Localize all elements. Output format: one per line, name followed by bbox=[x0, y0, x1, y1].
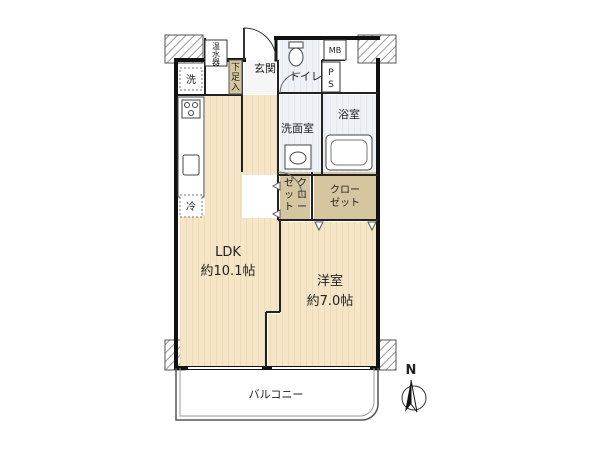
shoe-box-label-1: 下 bbox=[231, 63, 240, 73]
compass-ring bbox=[401, 385, 427, 411]
toilet-tank-icon bbox=[288, 41, 304, 49]
meter-box bbox=[323, 39, 347, 61]
entrance-door bbox=[243, 27, 277, 61]
toilet-door bbox=[279, 72, 301, 94]
compass-north-label: N bbox=[406, 363, 417, 378]
closet-ldk-label-4: ゼ bbox=[284, 177, 294, 189]
ldk-size: 約10.1帖 bbox=[201, 264, 256, 279]
ldk-name: LDK bbox=[215, 245, 241, 260]
entrance-label-1: 玄関 bbox=[254, 61, 276, 75]
pipe-space bbox=[321, 61, 341, 93]
washroom-door bbox=[277, 171, 303, 197]
balcony-inner bbox=[179, 368, 375, 417]
balcony-label: バルコニー bbox=[249, 388, 304, 401]
meter-box-label: MB bbox=[329, 46, 341, 55]
toilet-icon bbox=[288, 47, 304, 67]
burner-icon bbox=[184, 102, 190, 108]
corridor-floor bbox=[242, 95, 278, 175]
shoe-box bbox=[228, 59, 243, 95]
washer-space bbox=[179, 67, 203, 91]
western-floor bbox=[268, 222, 376, 366]
compass-arrow-icon bbox=[405, 380, 411, 412]
burner-icon bbox=[192, 102, 198, 108]
closet-ldk-label-1: ク bbox=[297, 177, 307, 189]
closet-ldk-label-5: ッ bbox=[284, 190, 294, 201]
ldk-floor bbox=[180, 95, 280, 366]
washer-label: 洗 bbox=[186, 74, 196, 86]
door-marker-icon bbox=[271, 181, 281, 191]
water-heater bbox=[204, 39, 228, 67]
entrance-floor bbox=[244, 60, 276, 94]
closet-western-label-2: ゼット bbox=[330, 197, 360, 209]
fridge-space bbox=[179, 194, 203, 218]
shoe-box-label-2: 足 bbox=[231, 72, 240, 83]
closet-western-floor bbox=[314, 172, 376, 220]
closet-ldk-label-2: ロ bbox=[297, 190, 307, 201]
closet-ldk-label-3: ー bbox=[297, 202, 307, 213]
water-heater-label-3: 器 bbox=[212, 58, 220, 67]
kitchen-sink-icon bbox=[182, 154, 200, 176]
water-heater-label-1: 温 bbox=[212, 42, 220, 51]
closet-western-label-1: クロー bbox=[330, 184, 360, 196]
compass: N bbox=[401, 363, 427, 413]
compass-arrow-outline-icon bbox=[410, 379, 418, 413]
bath-label: 浴室 bbox=[338, 107, 360, 121]
door-marker-icon bbox=[271, 209, 281, 219]
stove-icon bbox=[181, 99, 201, 119]
fridge-label: 冷 bbox=[186, 200, 196, 213]
door-marker-icon bbox=[367, 221, 377, 232]
pipe-space-label-2: S bbox=[328, 80, 334, 90]
western-name: 洋室 bbox=[317, 273, 343, 289]
bathtub-inner-icon bbox=[330, 139, 368, 166]
closet-ldk-floor bbox=[280, 172, 310, 220]
balcony-outline bbox=[175, 368, 379, 421]
toilet-label: トイレ bbox=[289, 70, 322, 83]
door-marker-icon bbox=[314, 221, 324, 232]
water-heater-label-2: 水 bbox=[212, 49, 220, 59]
shoe-box-label-3: 入 bbox=[231, 82, 240, 93]
washbasin-bowl-icon bbox=[289, 151, 307, 165]
pipe-space-label-1: P bbox=[328, 68, 334, 78]
washroom-label: 洗面室 bbox=[281, 121, 314, 135]
western-size: 約7.0帖 bbox=[307, 294, 354, 309]
burner-icon bbox=[188, 110, 194, 116]
closet-ldk-label-6: ト bbox=[284, 202, 294, 213]
